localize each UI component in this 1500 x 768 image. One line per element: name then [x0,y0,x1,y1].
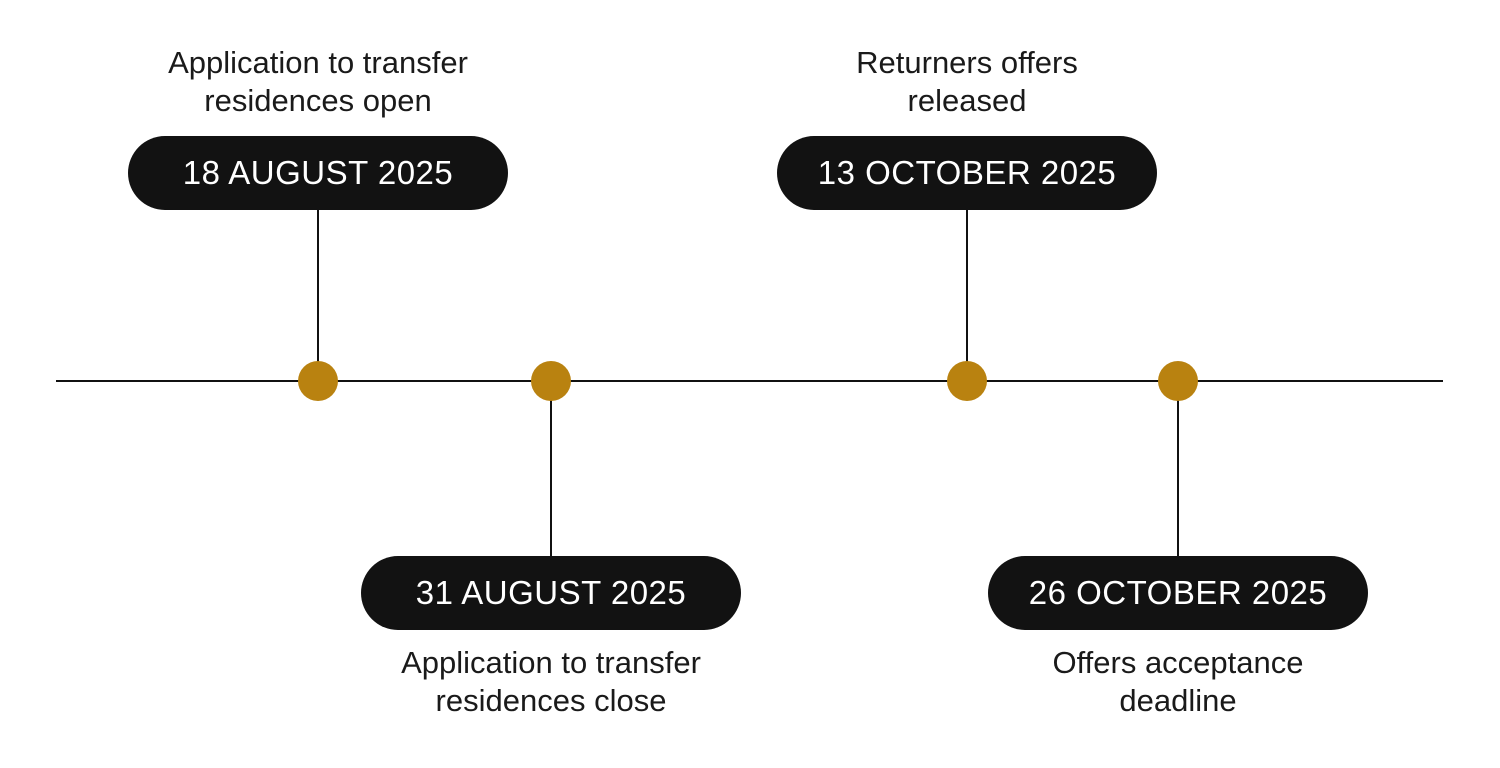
date-pill: 26 OCTOBER 2025 [988,556,1368,630]
date-pill: 13 OCTOBER 2025 [777,136,1157,210]
timeline-axis [56,380,1443,382]
event-connector [966,209,968,381]
event-title: Application to transfer residences close [401,645,701,718]
event-title: Returners offers released [856,45,1078,118]
event-connector [317,209,319,381]
event-title: Application to transfer residences open [168,45,468,118]
timeline-dot [1158,361,1198,401]
event-connector [1177,381,1179,556]
timeline-dot [531,361,571,401]
date-pill: 18 AUGUST 2025 [128,136,508,210]
event-connector [550,381,552,556]
event-title: Offers acceptance deadline [1052,645,1304,718]
timeline-dot [947,361,987,401]
date-pill: 31 AUGUST 2025 [361,556,741,630]
timeline-dot [298,361,338,401]
